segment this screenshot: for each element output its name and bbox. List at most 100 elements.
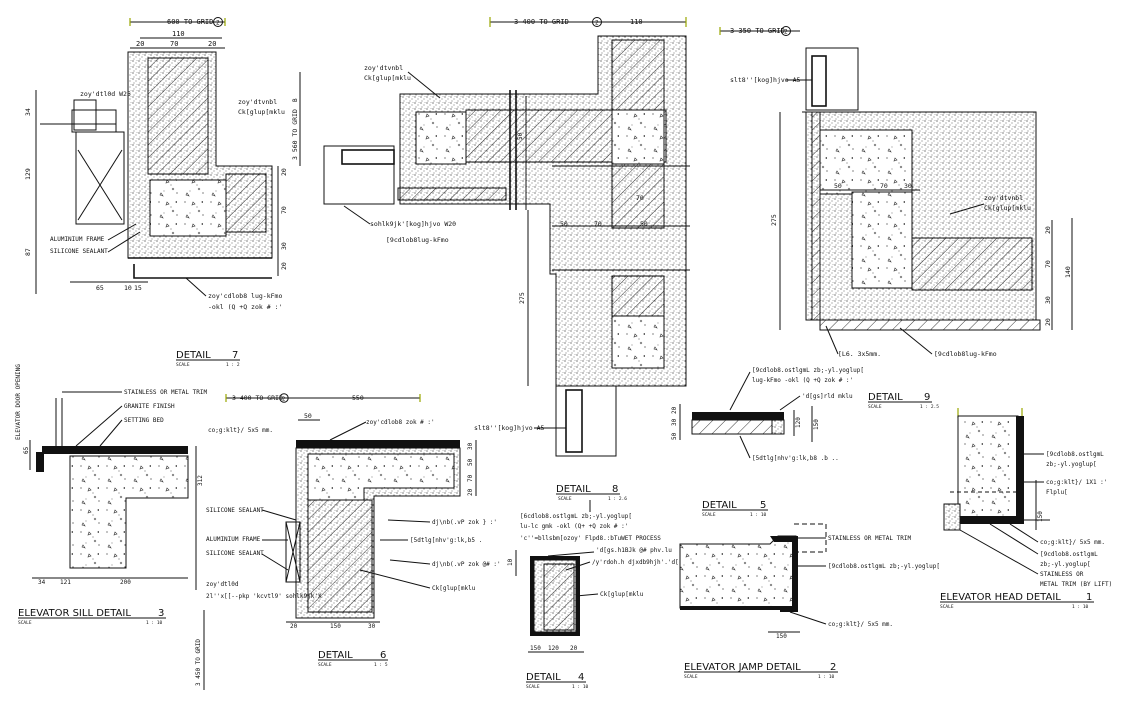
d4-dim-left: 10	[507, 558, 514, 566]
d6-note-bl: 2l''x[[--pkp 'kcvtl9' sohlk9jk'X	[206, 593, 322, 600]
sill3-num: 3	[158, 608, 164, 619]
d5-dim-m-0: 120	[795, 417, 802, 428]
head1-note-4: co;g:klt}/ 5x5 mm.	[1040, 539, 1105, 546]
d7-dim-left-129: 129	[24, 168, 32, 180]
d6-title: DETAIL	[318, 650, 353, 661]
d7-title: DETAIL	[176, 350, 211, 361]
d5-dim-l-1: 30	[671, 418, 678, 426]
d5-top	[692, 412, 784, 420]
d9-scale: SCALE	[868, 404, 882, 410]
d7-grid-label: 600 TO GRID	[167, 18, 213, 26]
d9-note-r1: zoy'dtvnbl	[984, 194, 1023, 202]
detail-8: 3 400 TO GRID 2 110 zoy'dtvnbl Ck[glup[m…	[323, 17, 690, 502]
d8-door-frame	[555, 385, 617, 457]
d8-note-alu: slt8''[kog]hjvo A5	[474, 424, 545, 432]
jamb2-note-co: co;g:klt}/ 5x5 mm.	[828, 621, 893, 628]
d4-note-5: Ck[glup[mklu	[600, 591, 644, 598]
d4-note-4: /y'rdoh.h djxdb9hjh'.'d[	[592, 559, 679, 566]
d7-scale-val: 1 : 2	[226, 362, 240, 368]
detail-6: 3 400 TO GRID 2 550 50 co;g:klt}/ 5x5 mm…	[195, 393, 501, 690]
sill3-note-0: STAINLESS OR METAL TRIM	[124, 389, 207, 396]
d7-dim-top-20a: 20	[136, 40, 144, 48]
d6-dim-r-3: 20	[467, 488, 474, 496]
elevator-head-detail-1: 150 [9cdlob8.ostlgmL zb;-yl.yoglup[ co;g…	[940, 408, 1112, 610]
d5-dim-l-0: 20	[671, 406, 678, 414]
d9-dim-r-2: 30	[1044, 296, 1052, 304]
sill3-note-1: GRANITE FINISH	[124, 403, 175, 410]
d7-dim-top-110: 110	[172, 30, 185, 38]
sill3-granite	[42, 446, 188, 454]
d7-dim-r-20b: 20	[280, 262, 288, 270]
d8-dim-mid-2: 70	[594, 220, 602, 228]
head1-note-6: zb;-yl.yoglup[	[1040, 561, 1091, 568]
d8-scale: SCALE	[558, 496, 572, 502]
d9-dim-mid-1: 70	[880, 182, 888, 190]
d6-note-sil2: SILICONE SEALANT	[206, 550, 264, 557]
d9-note-r2: Ck[glup[mklu	[984, 204, 1031, 212]
d7-scale: SCALE	[176, 362, 190, 368]
d7-note-b1: zoy'cdlob8 lug-kFmo	[208, 292, 282, 300]
d9-note-alu: slt8''[kog]hjvo A5	[730, 76, 801, 84]
head1-scale-val: 1 : 10	[1072, 604, 1089, 610]
d6-dim-r-0: 30	[467, 442, 474, 450]
d4-dim-b-2: 20	[570, 645, 578, 652]
d8-hatch-col	[611, 39, 665, 111]
head1-scale: SCALE	[940, 604, 954, 610]
d5-hatch	[691, 419, 773, 435]
d4-num: 4	[578, 672, 584, 683]
sill3-dim-b-2: 200	[120, 579, 131, 586]
d9-dim-r-1: 70	[1044, 260, 1052, 268]
d4-note-1: lu-lc gmk -okl (Q+ +Q zok # :'	[520, 523, 628, 530]
d9-dim-r-0: 20	[1044, 226, 1052, 234]
d6-dim-r-2: 70	[467, 474, 474, 482]
d7-dim-left-34: 34	[24, 108, 32, 116]
sill3-scale: SCALE	[18, 620, 32, 626]
sill3-vert-label: ELEVATOR DOOR OPENING	[15, 364, 22, 440]
d7-hatch-slab	[225, 173, 267, 233]
d5-scale-val: 1 : 10	[750, 512, 767, 518]
jamb2-num: 2	[830, 662, 836, 673]
d8-scale-val: 1 : 2.6	[608, 496, 627, 502]
d5-dim-l-2: 50	[671, 432, 678, 440]
d4-dim-b-0: 150	[530, 645, 541, 652]
d7-window-frame	[75, 131, 125, 225]
d8-conc-a	[415, 111, 467, 165]
d8-hatch-col2	[611, 163, 665, 229]
d7-grid-num: 2	[216, 20, 220, 27]
jamb2-scale-val: 1 : 10	[818, 674, 835, 680]
d6-dim-b-1: 150	[330, 623, 341, 630]
d8-title: DETAIL	[556, 484, 591, 495]
d7-dim-r-20a: 20	[280, 168, 288, 176]
d8-conc-c	[611, 315, 665, 369]
d8-num: 8	[612, 484, 618, 495]
d9-dim-vert: 275	[770, 214, 778, 226]
d7-dim-left-87: 87	[24, 248, 32, 256]
detail-7: 600 TO GRID 2 110 20 70 20 zoy'dtl0d W25…	[24, 17, 301, 368]
d6-note-alu: ALUMINIUM FRAME	[206, 536, 261, 543]
d7-dim-top-20b: 20	[208, 40, 216, 48]
jamb2-note-trim: STAINLESS OR METAL TRIM	[828, 535, 911, 542]
d9-title: DETAIL	[868, 392, 903, 403]
detail-5: [9cdlob8.ostlgmL zb;-yl.yoglup[ lug-kFmo…	[671, 367, 864, 518]
d6-hatch	[307, 499, 373, 613]
d4-dim-b-1: 120	[548, 645, 559, 652]
d5-note-1: lug-kFmo -okl (Q +Q zok # :'	[752, 377, 853, 384]
d8-dim-mid-4: 70	[636, 194, 644, 202]
d9-door-frame	[805, 47, 859, 111]
d5-scale: SCALE	[702, 512, 716, 518]
d8-conc-b	[611, 109, 665, 165]
head1-concrete	[957, 415, 1019, 521]
d8-dim-mid-1: 50	[560, 220, 568, 228]
d7-note-r1: zoy'dtvnbl	[238, 98, 277, 106]
d7-note-top: zoy'dtl0d W25	[80, 90, 131, 98]
d6-dim-50: 50	[304, 412, 312, 420]
sill3-concrete	[69, 455, 189, 569]
d6-vert-grid: 3 450 TO GRID	[195, 639, 202, 686]
d6-scale: SCALE	[318, 662, 332, 668]
elevator-jamb-detail-2: STAINLESS OR METAL TRIM [9cdlob8.ostlgmL…	[679, 523, 940, 680]
d5-dim-m-1: 150	[813, 419, 820, 430]
sill3-note-2: SETTING BED	[124, 417, 164, 424]
d8-note-tl2: Ck[glup[mklu	[364, 74, 411, 82]
d6-grid-num: 2	[282, 397, 285, 403]
head1-note-5: [9cdlob8.ostlgmL	[1040, 551, 1098, 558]
